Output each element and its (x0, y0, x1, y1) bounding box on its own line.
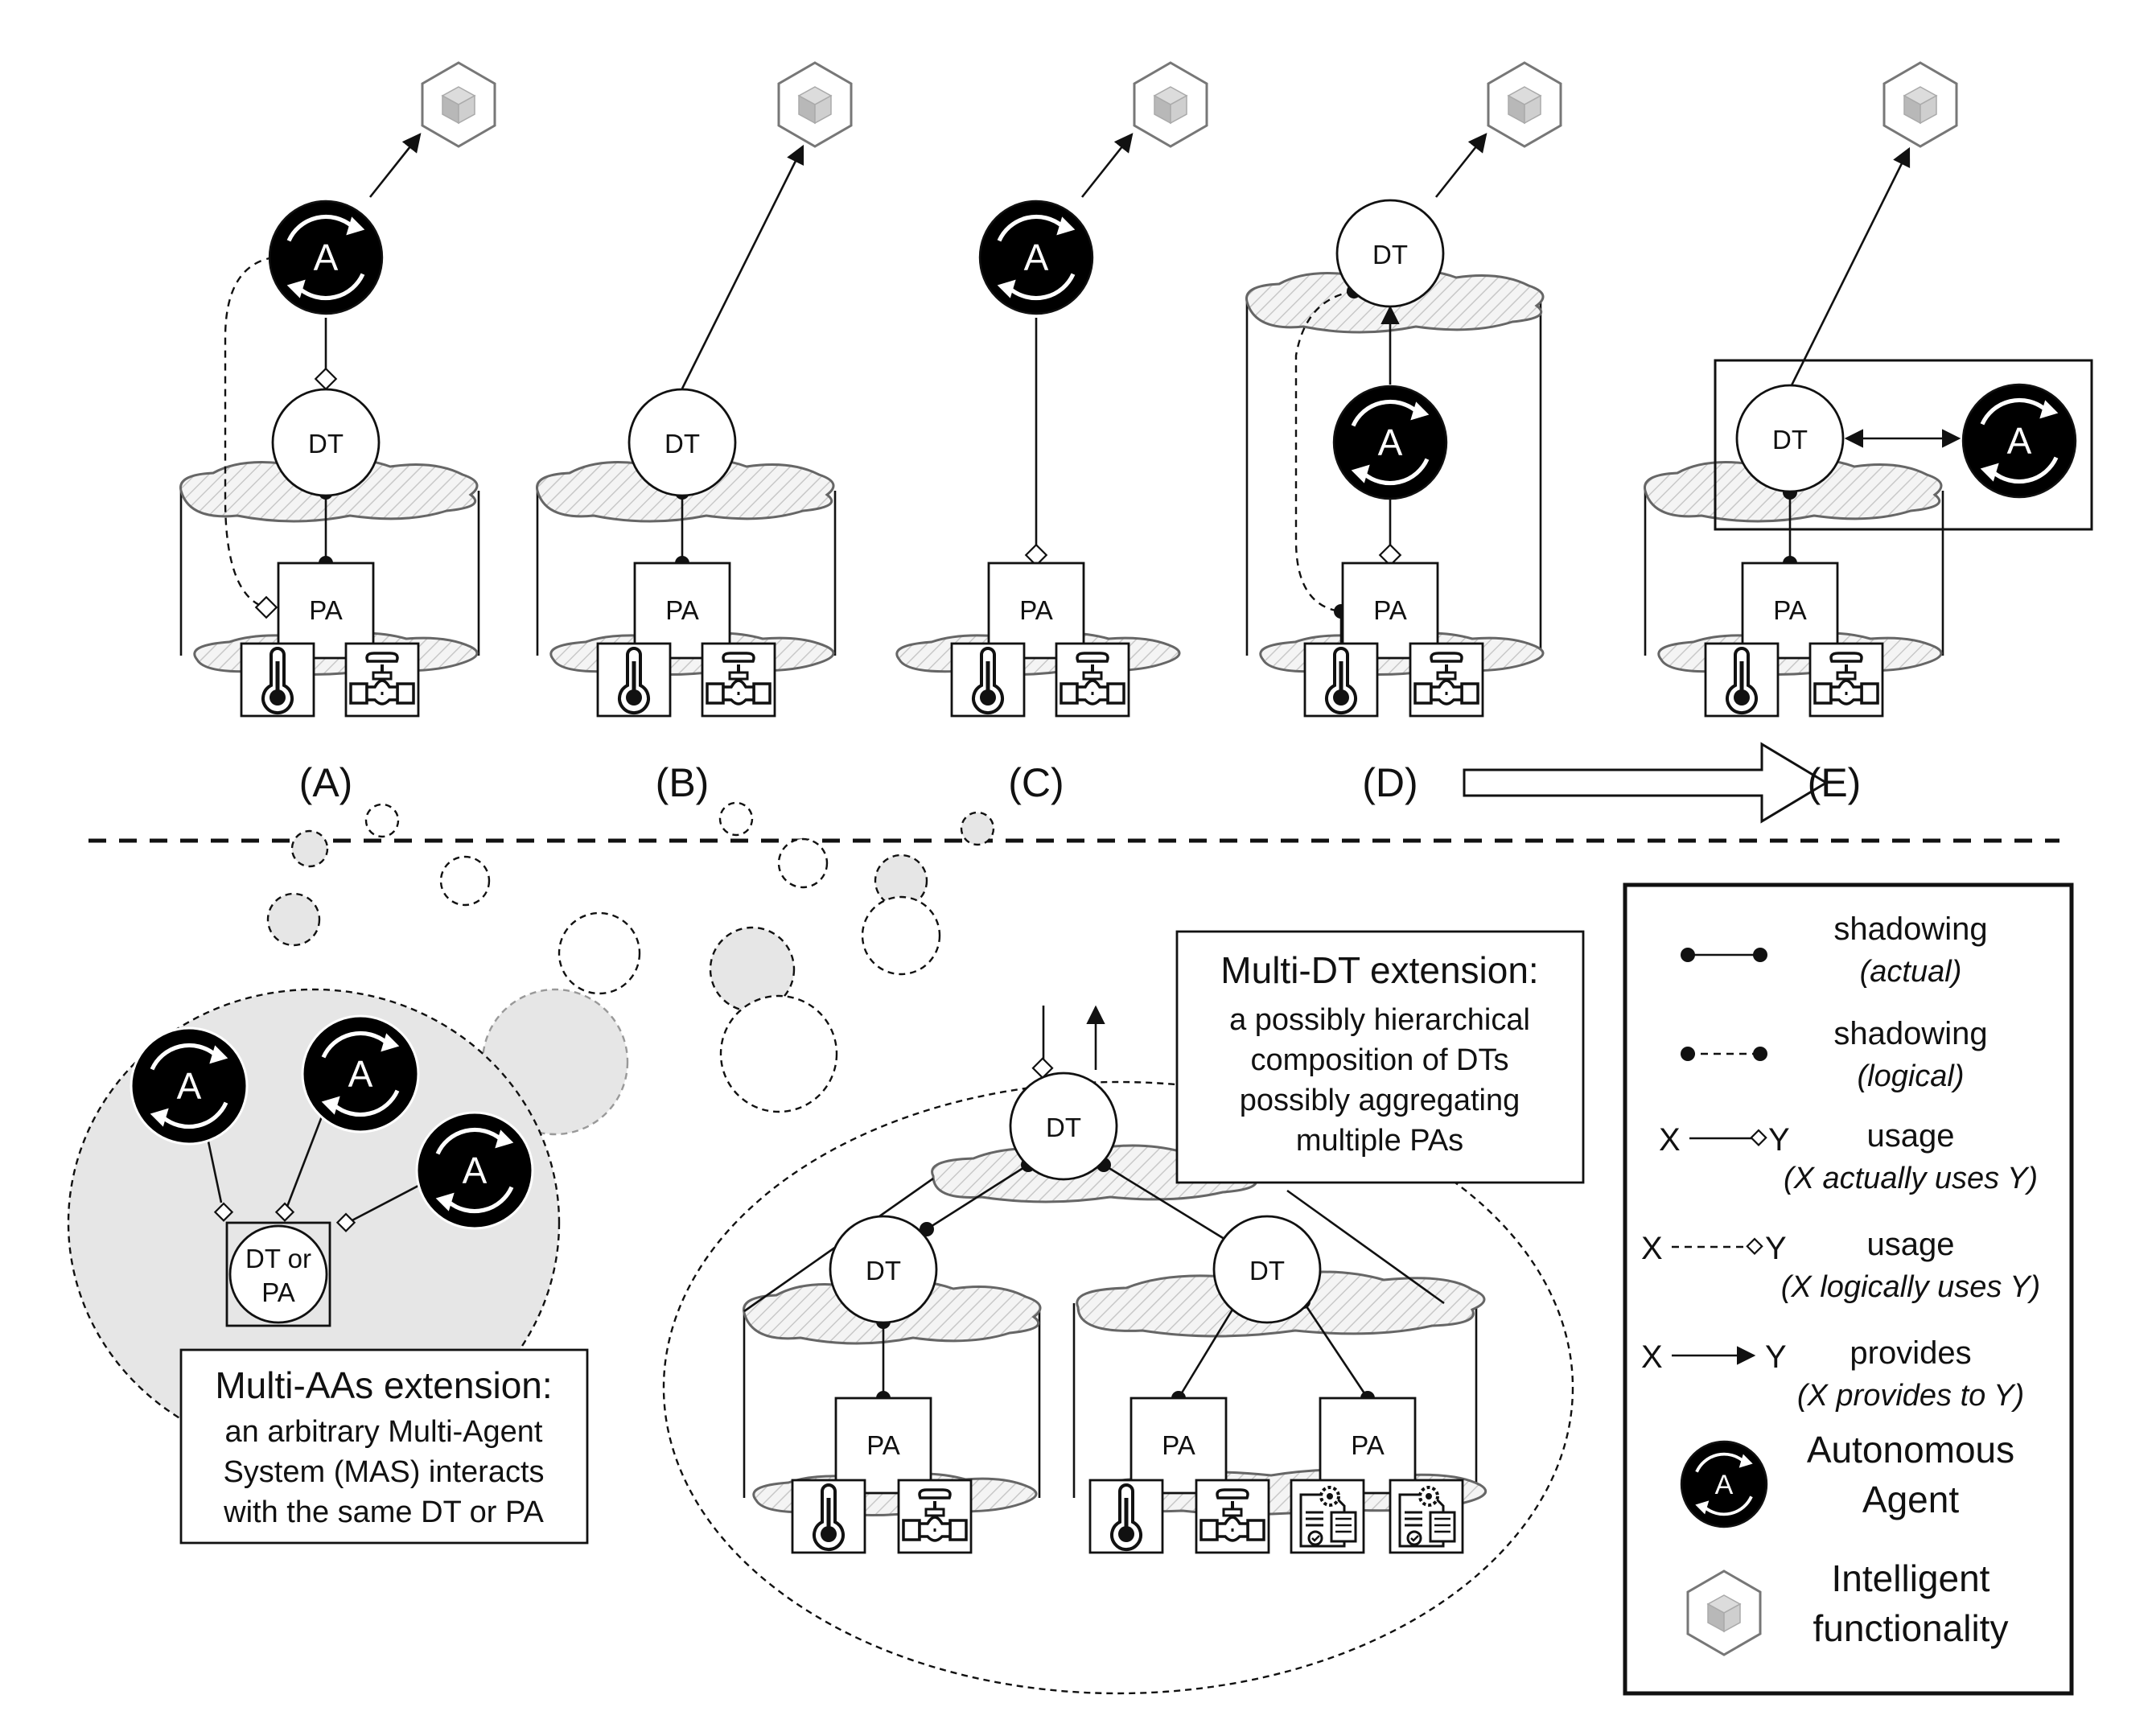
dt-or-pa-label-1: DT or (245, 1244, 311, 1273)
svg-text:A: A (314, 237, 339, 278)
svg-text:A: A (1024, 237, 1049, 278)
multi-dt-extension: DT DT PA DT PA PA Multi-DT extension: a … (662, 930, 1585, 1695)
multi-aa-line-1: an arbitrary Multi-Agent (225, 1415, 543, 1449)
legend-usage-actual: usage (1867, 1118, 1955, 1154)
pa-label: PA (1373, 595, 1407, 625)
panel-label-d: (D) (1362, 760, 1418, 805)
panel-c: PA A (895, 61, 1208, 718)
intelligent-functionality-icon (1487, 61, 1562, 148)
valve-icon (1409, 642, 1484, 718)
legend-usage-actual-x: X (1659, 1122, 1681, 1158)
legend-usage-logical-y: Y (1765, 1231, 1787, 1266)
thermometer-icon (1090, 1480, 1162, 1553)
dt-or-pa-label-2: PA (261, 1277, 295, 1307)
legend-provides-x: X (1641, 1339, 1663, 1375)
d-to-e-arrow (1463, 742, 1829, 824)
valve-icon (1195, 1479, 1270, 1554)
svg-text:A: A (2007, 420, 2032, 462)
pa-label: PA (1773, 595, 1807, 625)
thermometer-icon (1305, 644, 1377, 716)
multi-dt-title: Multi-DT extension: (1220, 949, 1538, 991)
intelligent-functionality-icon (777, 61, 853, 148)
legend-usage-logical-x: X (1641, 1231, 1663, 1266)
pa-label: PA (1162, 1430, 1195, 1460)
dt-label: DT (866, 1256, 901, 1286)
autonomous-agent-icon: A (1332, 385, 1448, 500)
multi-dt-line-4: multiple PAs (1296, 1124, 1463, 1158)
legend-usage-logical: usage (1867, 1227, 1955, 1262)
panel-label-e: (E) (1808, 760, 1862, 805)
dt-label: DT (1046, 1113, 1081, 1142)
valve-icon (344, 642, 420, 718)
pa-label: PA (1351, 1430, 1385, 1460)
thermometer-icon (241, 644, 314, 716)
autonomous-agent-icon: A (301, 1014, 420, 1133)
valve-icon (1808, 642, 1884, 718)
valve-icon (1055, 642, 1130, 718)
legend-usage-actual-y: Y (1768, 1122, 1790, 1158)
legend-usage-actual-sub: (X actually uses Y) (1784, 1162, 2038, 1195)
panel-label-c: (C) (1008, 760, 1064, 805)
legend-usage-logical-sub: (X logically uses Y) (1781, 1270, 2040, 1304)
panel-a: DT PA A (179, 61, 496, 718)
intelligent-functionality-icon (1133, 61, 1208, 148)
svg-text:A: A (1715, 1470, 1734, 1500)
panel-label-a: (A) (299, 760, 353, 805)
svg-text:A: A (348, 1053, 373, 1095)
autonomous-agent-icon: A (978, 200, 1094, 315)
thermometer-icon (792, 1480, 865, 1553)
autonomous-agent-icon: A (415, 1111, 534, 1230)
legend-shadow-actual: shadowing (1833, 911, 1987, 947)
pa-label: PA (665, 595, 699, 625)
autonomous-agent-icon: A (1961, 383, 2077, 499)
legend-if-line-2: functionality (1813, 1607, 2009, 1649)
legend-provides-sub: (X provides to Y) (1797, 1379, 2024, 1413)
panel-d: DT PA A (1245, 61, 1562, 718)
intelligent-functionality-icon (421, 61, 496, 148)
legend-shadow-actual-sub: (actual) (1860, 955, 1962, 989)
multi-aa-line-2: System (MAS) interacts (223, 1455, 544, 1489)
legend-provides-y: Y (1765, 1339, 1787, 1375)
dt-label: DT (308, 429, 344, 459)
svg-text:A: A (177, 1065, 202, 1107)
dt-label: DT (1249, 1256, 1285, 1286)
multi-aa-title: Multi-AAs extension: (215, 1364, 552, 1406)
multi-dt-line-2: composition of DTs (1250, 1043, 1508, 1077)
autonomous-agent-icon: A (130, 1026, 249, 1146)
panel-e: DT PA A (1644, 61, 2093, 718)
multi-aa-line-3: with the same DT or PA (223, 1495, 544, 1529)
multi-dt-line-3: possibly aggregating (1240, 1084, 1520, 1117)
dt-label: DT (1372, 240, 1408, 269)
legend-aa-line-1: Autonomous (1807, 1429, 2014, 1471)
dt-label: DT (665, 429, 700, 459)
pa-label: PA (309, 595, 343, 625)
valve-icon (897, 1479, 973, 1554)
legend-shadow-logical-sub: (logical) (1857, 1059, 1964, 1093)
thermometer-icon (1706, 644, 1778, 716)
panel-b: DT PA (536, 61, 853, 718)
pa-label: PA (1019, 595, 1053, 625)
multi-dt-line-1: a possibly hierarchical (1229, 1003, 1530, 1037)
thermometer-icon (952, 644, 1024, 716)
document-gear-icon (1290, 1479, 1365, 1554)
legend-if-line-1: Intelligent (1832, 1557, 1990, 1599)
autonomous-agent-icon: A (268, 200, 384, 315)
thermometer-icon (598, 644, 670, 716)
intelligent-functionality-icon (1882, 61, 1958, 148)
panel-label-b: (B) (656, 760, 710, 805)
pa-label: PA (866, 1430, 900, 1460)
legend-provides: provides (1850, 1335, 1971, 1371)
valve-icon (701, 642, 776, 718)
dt-label: DT (1772, 425, 1808, 455)
svg-text:A: A (463, 1150, 488, 1191)
legend-shadow-logical: shadowing (1833, 1016, 1987, 1051)
legend: shadowing (actual) shadowing (logical) X… (1623, 882, 2074, 1696)
legend-autonomous-agent-icon: A (1680, 1440, 1768, 1528)
multi-aa-extension: DT or PA A A A Multi-AAs extension: an a… (67, 988, 589, 1545)
document-gear-icon (1389, 1479, 1464, 1554)
svg-text:A: A (1378, 422, 1403, 463)
legend-aa-line-2: Agent (1862, 1479, 1959, 1520)
